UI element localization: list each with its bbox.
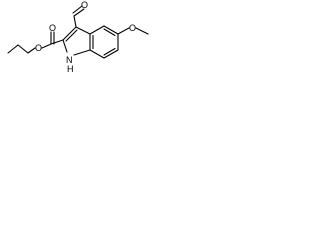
o-ch3-bond	[135, 27, 149, 35]
ethyl-ch3-bond	[7, 44, 19, 54]
methoxy-oxygen-label: O	[129, 23, 136, 33]
ethyl-ch2-bond	[17, 44, 29, 54]
structure-canvas: O O O O N H	[0, 0, 160, 80]
aldehyde-oxygen-label: O	[81, 0, 88, 10]
c6-c7-inner-bond	[103, 47, 116, 56]
c7-c7a-bond	[89, 49, 105, 59]
ester-o-carbonyl-bond	[41, 43, 52, 49]
c2-n1-bond	[62, 39, 68, 53]
ester-carbonyl-oxygen-label: O	[49, 23, 56, 33]
n1-c7a-bond	[73, 49, 91, 56]
c2-c3-double-bond	[62, 26, 77, 41]
ester-to-ring-bond	[50, 39, 64, 45]
ester-o-ch2-bond	[27, 47, 36, 54]
indole-hydrogen-label: H	[67, 64, 74, 74]
c4-c5-inner-bond	[103, 28, 116, 37]
c5-o-bond	[117, 27, 130, 35]
c3a-c4-bond	[89, 25, 105, 35]
c3-c3a-bond	[75, 26, 91, 35]
ester-ether-oxygen-label: O	[35, 43, 42, 53]
indole-nitrogen-label: N	[66, 55, 73, 65]
molecule-drawing: O O O O N H	[7, 0, 149, 74]
c2-c3-double-bond-inner	[65, 29, 78, 42]
cho-double-bond-a	[73, 8, 85, 17]
c4-c5-bond	[103, 25, 119, 35]
c6-c7-bond	[103, 49, 119, 59]
c3-cho-bond	[73, 15, 77, 28]
cho-double-bond-b	[72, 5, 83, 14]
